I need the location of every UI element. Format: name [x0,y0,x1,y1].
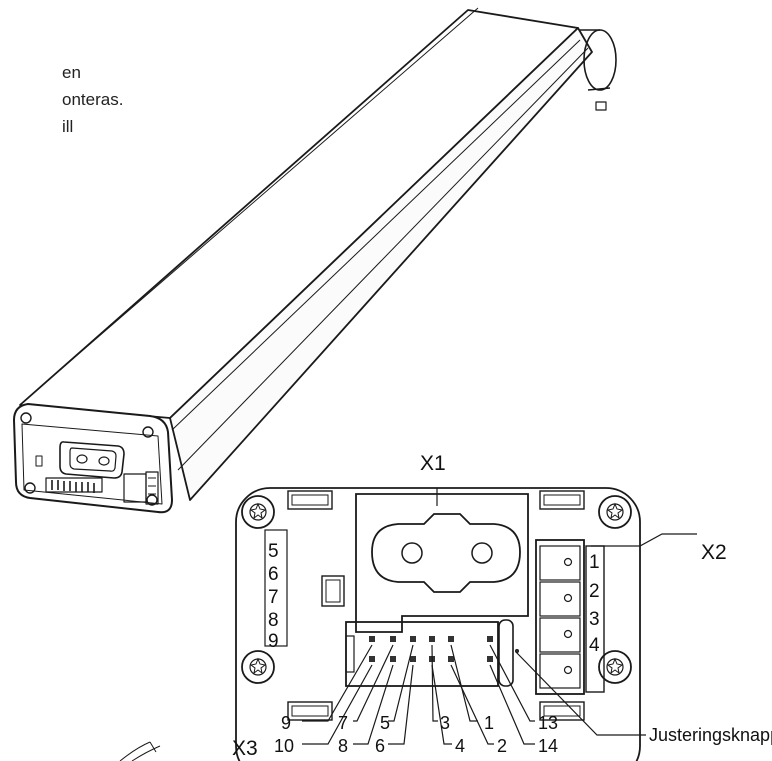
screw-top-left [241,495,275,529]
adjustment-button [498,619,519,687]
x3-pin-4: 4 [455,736,465,756]
x3-pin-1: 1 [484,713,494,733]
x3-connector [345,621,499,687]
x2-pin-4: 4 [589,635,600,656]
screw-top-right [598,495,632,529]
label-x1: X1 [420,452,446,475]
cable-sketch [119,741,161,761]
side-number-6: 6 [268,564,279,585]
x3-pin-14: 14 [538,736,558,756]
x3-pin-13: 13 [538,713,558,733]
x1-mains-socket [355,493,529,633]
side-number-5: 5 [268,541,279,562]
leader-lines [302,488,697,745]
side-number-9: 9 [268,631,279,652]
x3-pin-9: 9 [281,713,291,733]
side-number-8: 8 [268,610,279,631]
intro-text-line-3: ill [62,117,74,136]
side-number-7: 7 [268,587,279,608]
x3-pin-7: 7 [338,713,348,733]
screw-bottom-left [241,650,275,684]
x2-pin-1: 1 [589,552,600,573]
x3-pin-3: 3 [440,713,450,733]
x3-pin-5: 5 [380,713,390,733]
label-x3: X3 [232,737,258,760]
x3-pin-8: 8 [338,736,348,756]
x3-pin-10: 10 [274,736,294,756]
x3-pin-2: 2 [497,736,507,756]
label-adjustment-button: Justeringsknapp [649,725,772,745]
control-box-housing [13,7,617,514]
x3-pin-6: 6 [375,736,385,756]
front-panel [235,487,641,761]
x2-pin-2: 2 [589,581,600,602]
screw-bottom-right [598,650,632,684]
intro-text-line-1: en [62,63,81,82]
intro-text-line-2: onteras. [62,90,124,109]
side-number-strip [264,529,288,647]
label-x2: X2 [701,541,727,564]
x2-pin-3: 3 [589,609,600,630]
